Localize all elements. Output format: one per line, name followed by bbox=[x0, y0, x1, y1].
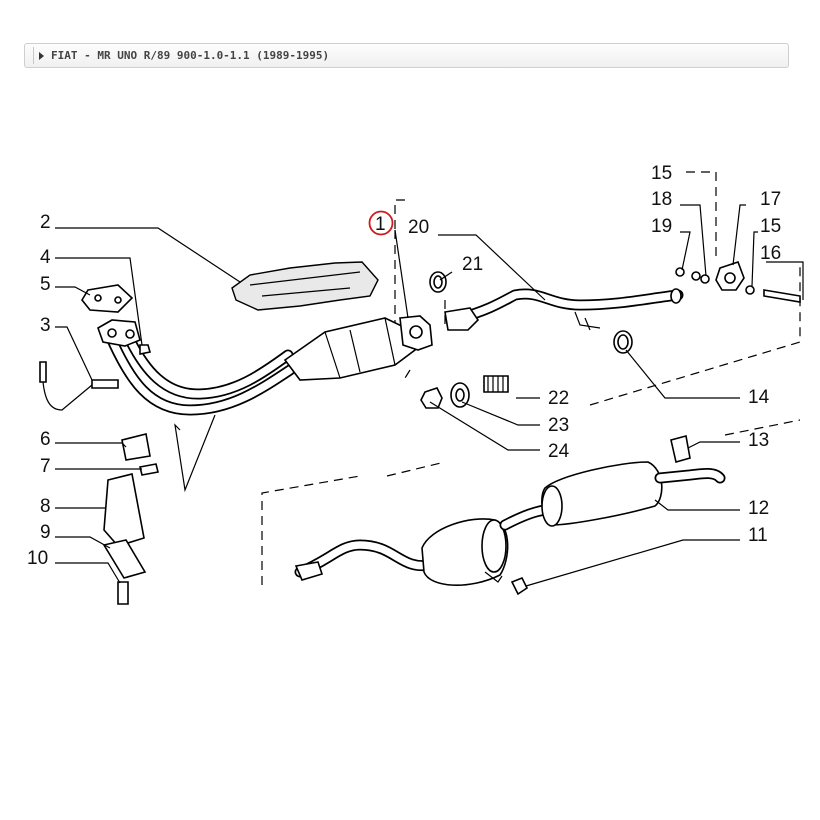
callout-19[interactable]: 19 bbox=[651, 216, 672, 237]
catalytic-converter[interactable] bbox=[283, 315, 433, 381]
callout-12[interactable]: 12 bbox=[748, 498, 769, 519]
callout-15-right[interactable]: 15 bbox=[760, 216, 781, 237]
heat-shield[interactable] bbox=[231, 261, 379, 311]
callout-10[interactable]: 10 bbox=[27, 548, 48, 569]
breadcrumb-label: FIAT - MR UNO R/89 900-1.0-1.1 (1989-199… bbox=[51, 49, 330, 62]
callout-20[interactable]: 20 bbox=[408, 217, 429, 238]
assembly-lines bbox=[261, 171, 801, 585]
middle-pipe[interactable] bbox=[444, 288, 684, 331]
callout-labels: 1 2 4 5 3 6 7 8 9 10 20 21 22 23 24 14 1… bbox=[27, 163, 781, 569]
callout-14[interactable]: 14 bbox=[748, 387, 770, 408]
callout-8[interactable]: 8 bbox=[40, 496, 51, 517]
callout-16[interactable]: 16 bbox=[760, 243, 781, 264]
callout-13[interactable]: 13 bbox=[748, 430, 769, 451]
callout-22[interactable]: 22 bbox=[548, 388, 569, 409]
callout-9[interactable]: 9 bbox=[40, 522, 51, 543]
callout-21[interactable]: 21 bbox=[462, 254, 483, 275]
bracket-6 bbox=[121, 433, 151, 461]
callout-18[interactable]: 18 bbox=[651, 189, 672, 210]
leader-lines bbox=[55, 204, 804, 587]
callout-23[interactable]: 23 bbox=[548, 415, 569, 436]
sensor-3 bbox=[39, 361, 47, 383]
callout-1[interactable]: 1 bbox=[375, 214, 386, 235]
bracket-9 bbox=[102, 539, 147, 579]
clamp-11 bbox=[510, 576, 529, 596]
callout-24[interactable]: 24 bbox=[548, 441, 570, 462]
callout-7[interactable]: 7 bbox=[40, 456, 51, 477]
washer-18 bbox=[691, 271, 701, 281]
callout-5[interactable]: 5 bbox=[40, 274, 51, 295]
callout-11[interactable]: 11 bbox=[748, 525, 768, 546]
breadcrumb[interactable]: FIAT - MR UNO R/89 900-1.0-1.1 (1989-199… bbox=[24, 43, 789, 68]
callout-17[interactable]: 17 bbox=[760, 189, 781, 210]
bracket-8 bbox=[103, 473, 145, 547]
nut-24 bbox=[420, 387, 443, 409]
rubber-13 bbox=[670, 435, 691, 464]
callout-2[interactable]: 2 bbox=[40, 212, 51, 233]
callout-4[interactable]: 4 bbox=[40, 247, 51, 268]
highlight-ring bbox=[368, 210, 394, 236]
nut-15a bbox=[700, 274, 710, 284]
bolt-7 bbox=[139, 463, 159, 476]
nut-19 bbox=[675, 267, 685, 277]
rear-exhaust[interactable] bbox=[294, 461, 726, 586]
callout-6[interactable]: 6 bbox=[40, 429, 51, 450]
callout-15-top[interactable]: 15 bbox=[651, 163, 672, 184]
callout-3[interactable]: 3 bbox=[40, 315, 51, 336]
flange-5 bbox=[81, 284, 134, 313]
spring-22 bbox=[483, 375, 509, 393]
nut-4 bbox=[139, 344, 152, 355]
chevron-right-icon bbox=[39, 51, 44, 60]
small-parts bbox=[39, 260, 801, 605]
bolt-10 bbox=[117, 581, 129, 605]
breadcrumb-divider bbox=[33, 47, 34, 64]
bolt-16 bbox=[763, 289, 801, 303]
nut-15b bbox=[745, 285, 755, 295]
front-downpipe[interactable] bbox=[97, 319, 296, 493]
